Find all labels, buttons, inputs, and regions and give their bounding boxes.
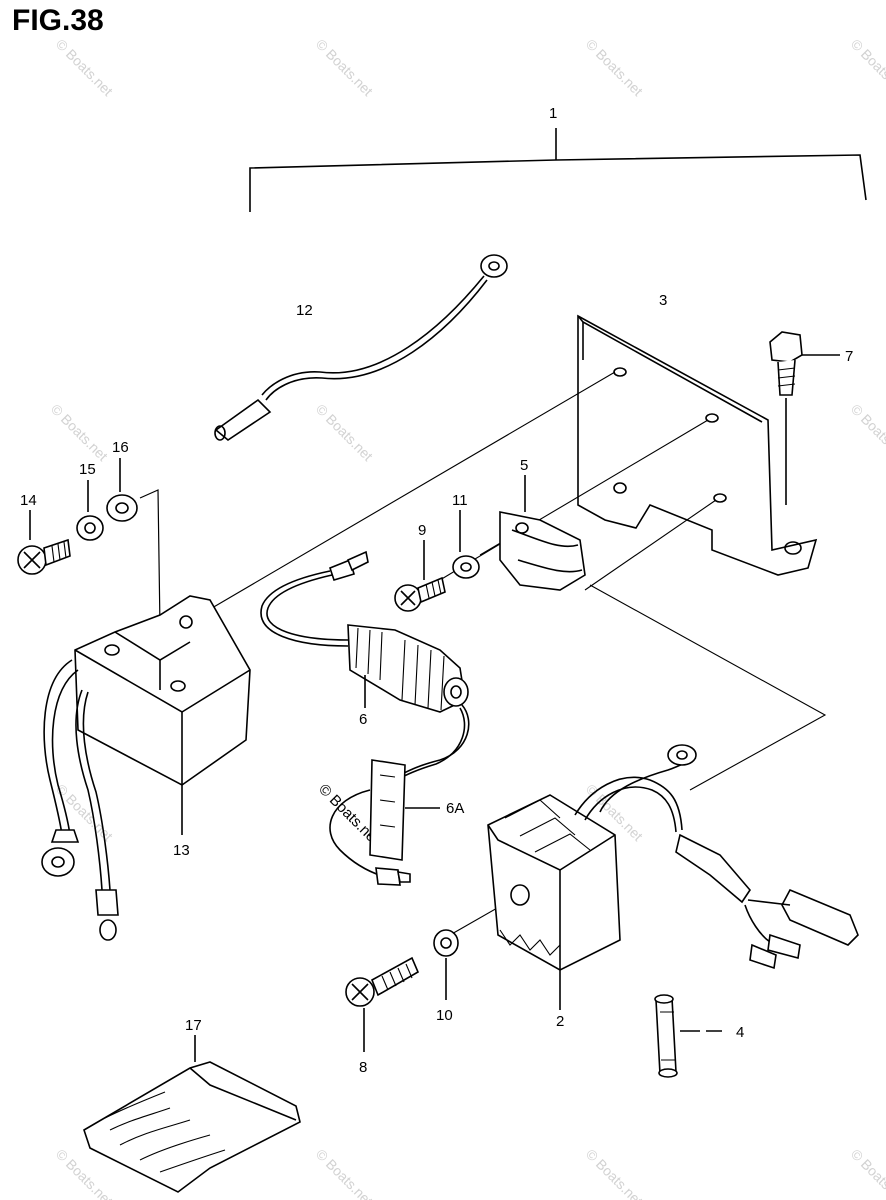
part-13-cdi-unit: [41, 595, 251, 941]
callout-1: 1: [549, 105, 557, 122]
callout-labels: 1 2 3 4 5 6 6A 7 8 9 10 11 12 13 14 15 1…: [20, 105, 853, 1076]
callout-10: 10: [436, 1007, 453, 1024]
callout-17: 17: [185, 1017, 202, 1034]
part-2-rectifier: [487, 744, 859, 1010]
watermark: © Boats.net: [848, 1146, 886, 1200]
callout-2: 2: [556, 1013, 564, 1030]
callout-6: 6: [359, 711, 367, 728]
assembly-bracket: [249, 128, 867, 212]
watermark: © Boats.net: [313, 401, 376, 464]
parts-14-16-hardware: [17, 458, 161, 629]
figure-title: FIG.38: [12, 4, 104, 37]
part-6-stop-switch: [260, 550, 470, 781]
part-10-washer: [433, 929, 459, 1000]
part-3-plate: [577, 314, 818, 576]
callout-13: 13: [173, 842, 190, 859]
part-4-fuse: [654, 994, 722, 1078]
callout-15: 15: [79, 461, 96, 478]
watermark: © Boats.net: [313, 36, 376, 99]
part-6a-clip: [329, 759, 440, 886]
callout-8: 8: [359, 1059, 367, 1076]
watermark: © Boats.net: [313, 1146, 376, 1200]
parts-9-11-hardware: [394, 510, 480, 612]
watermark: © Boats.net: [53, 36, 116, 99]
part-5-clamp: [499, 475, 586, 591]
callout-9: 9: [418, 522, 426, 539]
watermark: © Boats.net: [583, 1146, 646, 1200]
callout-14: 14: [20, 492, 37, 509]
watermark: © Boats.net: [583, 36, 646, 99]
callout-11: 11: [452, 492, 468, 509]
part-12-lead-wire: [214, 254, 508, 441]
callout-6a: 6A: [446, 800, 464, 817]
part-17-bag: [83, 1035, 301, 1193]
callout-3: 3: [659, 292, 667, 309]
watermark: © Boats.net: [848, 36, 886, 99]
part-8-bolt: [345, 956, 420, 1052]
callout-4: 4: [736, 1024, 744, 1041]
part-7-bolt: [769, 331, 840, 505]
callout-12: 12: [296, 302, 313, 319]
callout-5: 5: [520, 457, 528, 474]
callout-7: 7: [845, 348, 853, 365]
callout-16: 16: [112, 439, 129, 456]
watermark: © Boats.net: [48, 401, 111, 464]
watermark: © Boats.net: [848, 401, 886, 464]
